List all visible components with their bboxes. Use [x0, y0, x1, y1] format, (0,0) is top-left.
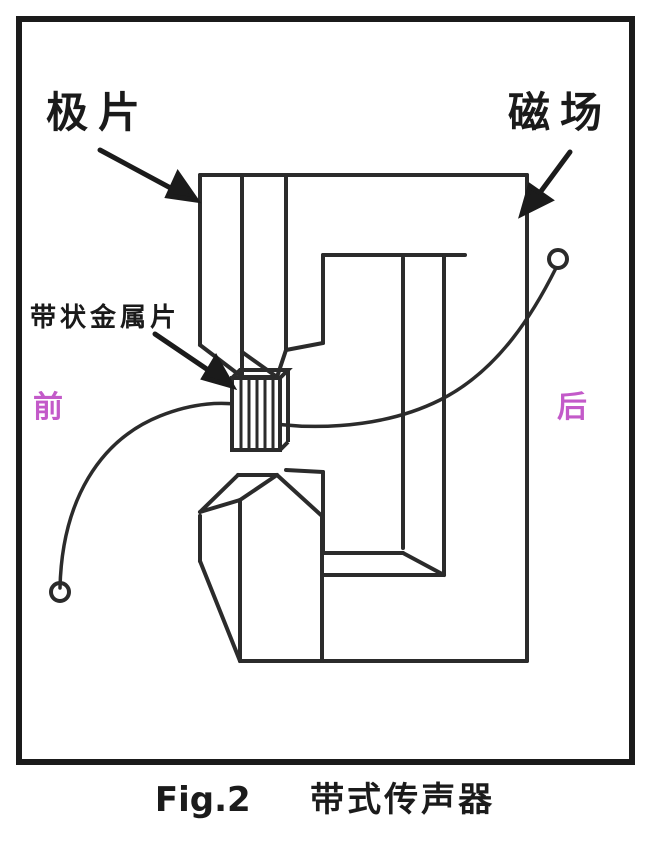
- caption-number: Fig.2: [154, 780, 251, 820]
- label-pole-piece: 极片: [46, 88, 151, 137]
- lead-wire-back: [242, 266, 558, 429]
- leader-line-pole-piece: [97, 147, 181, 195]
- lower-pole-side-top: [198, 498, 242, 514]
- lower-pole-apex-right: [275, 473, 324, 518]
- upper-pole-chamfer-front: [240, 350, 279, 379]
- terminal-front-circle: [49, 581, 71, 603]
- terminal-back-circle: [547, 248, 569, 270]
- label-back-side: 后: [557, 390, 587, 425]
- arrowhead-magnetic-field: [518, 181, 555, 219]
- ribbon-bottom-cap: [278, 440, 290, 452]
- upper-pole-chamfer-left: [198, 343, 244, 379]
- caption-title: 带式传声器: [310, 780, 496, 820]
- lower-pole-side-top2: [238, 473, 279, 502]
- label-magnetic-field: 磁场: [508, 88, 613, 137]
- label-front-side: 前: [33, 390, 63, 425]
- cavity-left-notch-upper: [284, 341, 325, 352]
- upper-pole-chamfer-right: [275, 348, 288, 379]
- cavity-left-notch-lower: [284, 468, 325, 474]
- lower-pole-bottom-chamfer: [198, 559, 242, 663]
- figure-caption: Fig.2 带式传声器: [0, 780, 650, 820]
- lower-pole-apex-left: [198, 473, 240, 514]
- arrowhead-ribbon: [200, 353, 238, 391]
- ribbon-top-cap: [230, 368, 293, 380]
- lead-wire-front: [58, 401, 246, 590]
- cavity-bottom-chamfer: [401, 551, 446, 577]
- label-ribbon-foil: 带状金属片: [30, 303, 181, 333]
- arrowhead-pole-piece: [164, 168, 202, 204]
- ribbon-foil-group: [230, 368, 293, 452]
- leader-line-magnetic-field: [533, 149, 573, 201]
- leader-line-ribbon: [152, 331, 217, 377]
- figure-frame: [16, 16, 635, 765]
- caption-spacer: [266, 780, 296, 820]
